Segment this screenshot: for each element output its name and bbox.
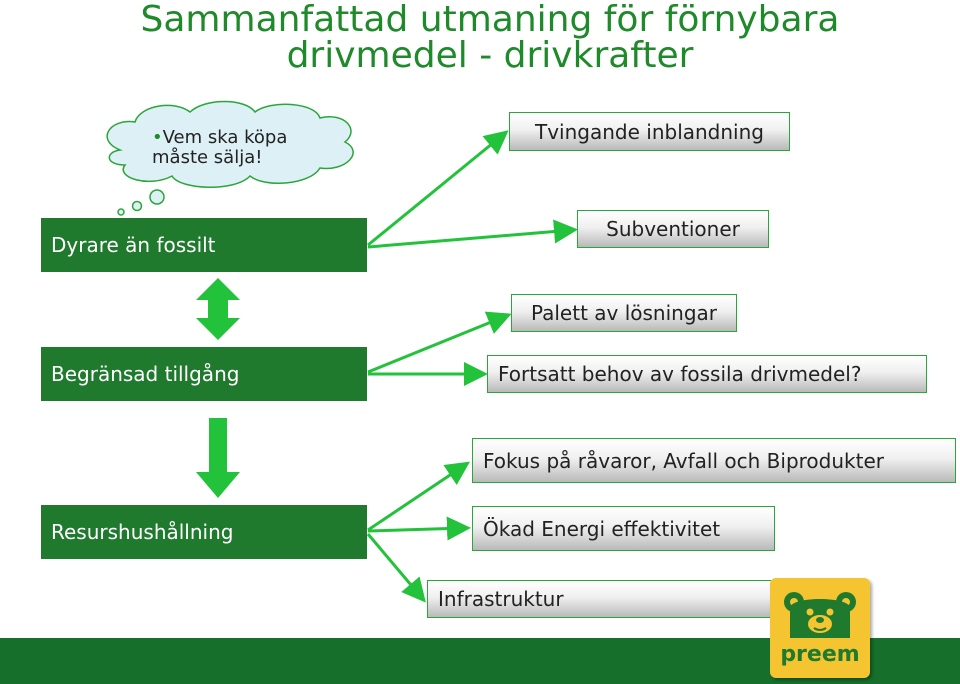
box-limited: Begränsad tillgång	[41, 347, 367, 401]
preem-logo: preem	[770, 578, 870, 678]
down-arrow	[196, 418, 240, 498]
page-title: Sammanfattad utmaning för förnybara driv…	[100, 2, 880, 74]
thought-cloud	[106, 100, 354, 216]
bullet-icon: •	[152, 127, 163, 148]
arrow-to-focus	[367, 461, 470, 532]
bear-icon	[784, 592, 856, 638]
box-fossil-need: Fortsatt behov av fossila drivmedel?	[487, 355, 927, 393]
title-line-1: Sammanfattad utmaning för förnybara	[140, 0, 840, 40]
box-resource: Resurshushållning	[41, 505, 367, 559]
double-arrow	[196, 278, 240, 340]
box-palette: Palett av lösningar	[511, 294, 737, 332]
title-line-2: drivmedel - drivkrafter	[286, 35, 694, 76]
cloud-line-1: Vem ska köpa	[162, 127, 288, 148]
box-mandatory: Tvingande inblandning	[509, 112, 790, 151]
arrow-to-mandatory	[367, 130, 509, 247]
cloud-line-2: måste sälja!	[152, 147, 263, 168]
box-subsidies: Subventioner	[577, 210, 769, 248]
box-efficiency: Ökad Energi effektivitet	[472, 506, 775, 551]
arrow-to-infrastructure	[366, 533, 426, 603]
box-costlier: Dyrare än fossilt	[41, 218, 367, 272]
box-infrastructure: Infrastruktur	[427, 580, 817, 618]
box-focus: Fokus på råvaror, Avfall och Biprodukter	[472, 438, 956, 483]
logo-text: preem	[780, 642, 860, 667]
arrow-to-efficiency	[367, 516, 471, 541]
cloud-text: •Vem ska köpa måste sälja!	[152, 128, 287, 168]
arrow-to-palette	[367, 311, 512, 374]
arrow-to-subsidies	[367, 219, 578, 249]
